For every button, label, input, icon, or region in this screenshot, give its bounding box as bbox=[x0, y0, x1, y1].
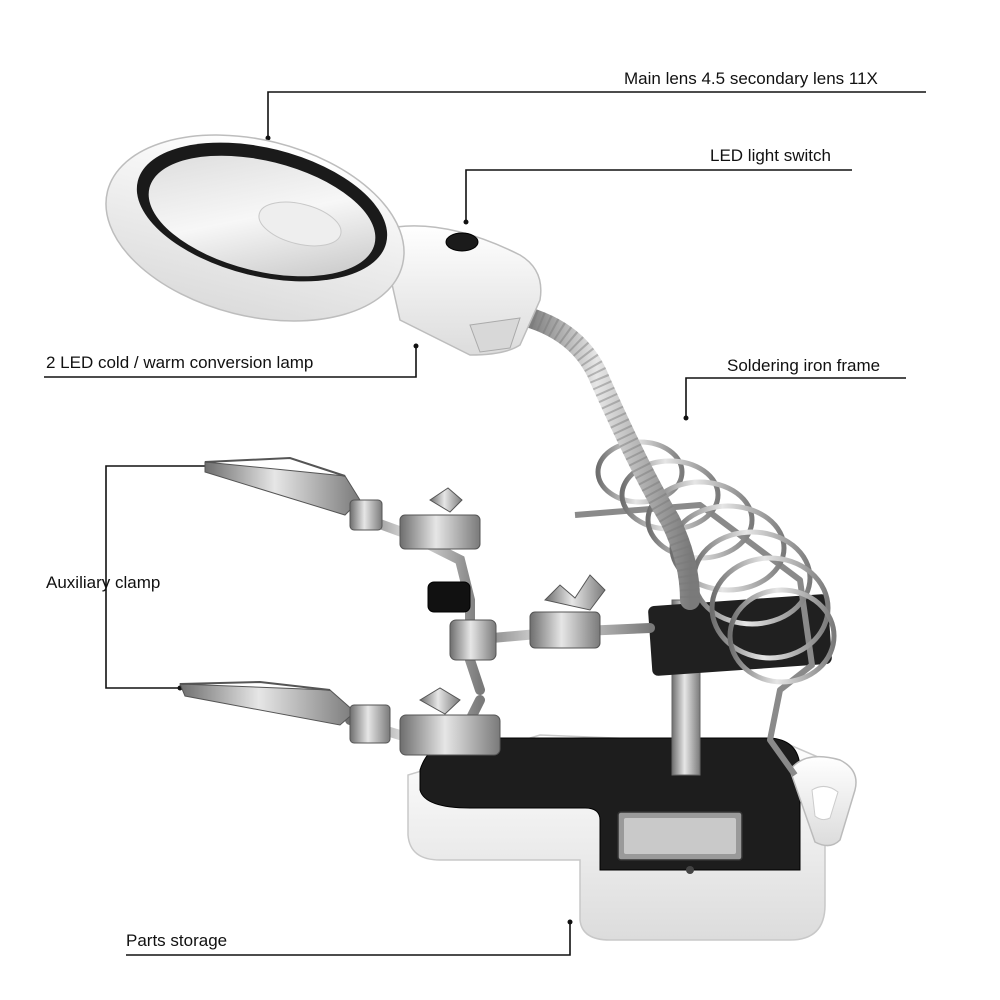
label-auxiliary-clamp: Auxiliary clamp bbox=[46, 573, 161, 592]
label-soldering-iron-frame: Soldering iron frame bbox=[727, 356, 881, 375]
label-parts-storage: Parts storage bbox=[126, 931, 228, 950]
magnifier-head bbox=[105, 134, 542, 356]
auxiliary-clamps bbox=[179, 456, 655, 756]
callout-lines bbox=[44, 91, 926, 956]
callout-parts-storage bbox=[126, 922, 571, 956]
label-led-light-switch: LED light switch bbox=[710, 146, 831, 165]
label-cold-warm-lamp: 2 LED cold / warm conversion lamp bbox=[46, 353, 314, 372]
gooseneck-arm bbox=[510, 305, 700, 610]
callout-aux-clamp bbox=[105, 465, 210, 689]
adjustment-knob bbox=[427, 581, 471, 613]
callout-solder-frame bbox=[685, 377, 906, 418]
callout-cold-warm bbox=[44, 346, 417, 378]
label-main-lens: Main lens 4.5 secondary lens 11X bbox=[624, 69, 878, 88]
callout-led-switch bbox=[465, 169, 852, 222]
soldering-iron-frame bbox=[574, 439, 837, 777]
cleaning-cup bbox=[789, 755, 857, 847]
base bbox=[407, 734, 826, 941]
callout-main-lens bbox=[267, 91, 926, 138]
led-switch-button bbox=[445, 232, 479, 252]
